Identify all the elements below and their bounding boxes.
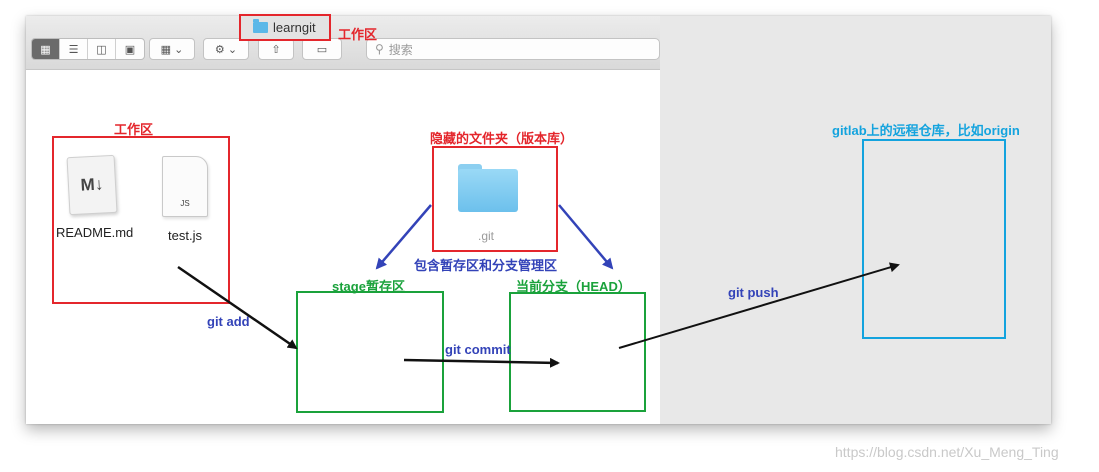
repository-box [432,146,558,252]
git-add-label: git add [207,314,250,329]
git-folder-icon[interactable] [458,164,518,212]
search-field[interactable]: ⚲ 搜索 [366,38,660,60]
to-head-arrow [558,204,614,270]
remote-area-background [660,16,1051,424]
workspace-box [52,136,230,304]
git-folder-name: .git [478,229,495,243]
stage-label: stage暂存区 [332,279,405,294]
stage-box [296,291,444,413]
search-icon: ⚲ [375,42,384,56]
current-branch-label: 当前分支（HEAD） [516,279,631,294]
group-icon: ▦ ⌄ [160,43,184,56]
git-commit-arrow [403,357,560,368]
readme-filename: README.md [56,225,134,240]
git-commit-label: git commit [445,342,511,357]
gallery-view-icon[interactable]: ▣ [124,43,136,56]
contains-label: 包含暂存区和分支管理区 [414,258,558,273]
js-icon-text: JS [180,199,190,208]
window-title-box: learngit [239,14,331,41]
group-button[interactable]: ▦ ⌄ [149,38,195,60]
search-placeholder: 搜索 [388,42,413,57]
tag-icon: ▭ [316,43,328,56]
window-title: learngit [273,20,316,35]
list-view-icon[interactable]: ☰ [60,39,88,59]
git-push-arrow [618,262,900,349]
remote-repository-box [862,139,1006,339]
watermark: https://blog.csdn.net/Xu_Meng_Ting [835,444,1059,460]
icon-view-icon[interactable]: ▦ [32,39,60,59]
view-mode-selector[interactable]: ▦ ☰ ◫ ▣ [31,38,145,60]
git-push-label: git push [728,285,779,300]
hidden-folder-label: 隐藏的文件夹（版本库） [430,131,574,146]
title-annotation: 工作区 [338,27,378,42]
workspace-label: 工作区 [114,122,154,137]
current-branch-box [509,292,646,412]
to-stage-arrow [375,204,432,270]
column-view-icon[interactable]: ◫ [88,39,116,59]
js-file-icon[interactable]: JS [162,156,208,217]
action-button[interactable]: ⚙ ⌄ [203,38,249,60]
gear-icon: ⚙ ⌄ [214,43,238,56]
git-add-arrow [177,265,298,350]
folder-icon [253,19,268,33]
remote-label: gitlab上的远程仓库，比如origin [832,123,1020,138]
share-icon: ⇧ [271,43,281,56]
testjs-filename: test.js [168,228,202,243]
